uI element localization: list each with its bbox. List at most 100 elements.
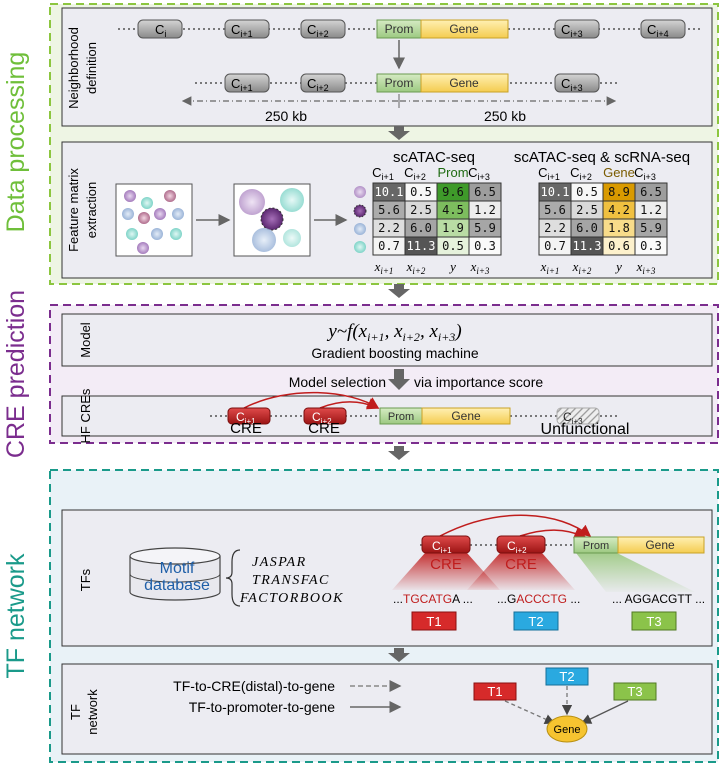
tf-network-panel	[61, 663, 713, 755]
tf-t2-box	[513, 611, 559, 631]
matrix-left-value-1-1: 2.5	[410, 203, 432, 217]
cre-label-ci1: Ci+1	[231, 22, 253, 39]
cre-fan-2	[467, 553, 575, 590]
matrix-left-header-0: Ci+1	[372, 165, 394, 182]
matrix-left-cell-3-3	[468, 236, 502, 256]
db-transfac: TRANSFAC	[252, 573, 330, 588]
matrix-right-value-0-2: 8.9	[608, 185, 630, 199]
db-factorbook: FACTORBOOK	[239, 591, 344, 606]
hf-cre-word-1: CRE	[230, 420, 262, 437]
matrix-left-footer-sub-0: i+1	[380, 266, 393, 276]
row-icon-2	[353, 204, 367, 218]
net-gene-node	[546, 715, 588, 743]
tf-network-section: TF network TFs Motif database JASPAR TRA…	[2, 469, 719, 763]
matrix-left-footer-1: xi+2	[406, 259, 426, 276]
hf-prom-label: Prom	[388, 411, 414, 423]
section-title-tf-network: TF network	[2, 553, 30, 679]
cre-label-b-ci3: Ci+3	[561, 76, 583, 93]
sequence-1: ...TGCATGA ...	[393, 592, 473, 606]
matrix-right-header-text-1: C	[570, 165, 579, 180]
matrix-right-value-2-0: 2.2	[544, 221, 566, 235]
net-t1-node	[473, 682, 517, 701]
model-subtitle: Gradient boosting machine	[311, 345, 479, 361]
matrix-left-header-sub-1: i+2	[414, 172, 426, 182]
legend-distal-label: TF-to-CRE(distal)-to-gene	[173, 678, 335, 694]
gene-box-top	[420, 19, 509, 39]
matrix-right-value-1-0: 5.6	[544, 203, 566, 217]
matrix-left-footer-3: xi+3	[470, 259, 490, 276]
matrix-right-header-text-2: Gene	[603, 165, 635, 180]
matrix-right-value-1-1: 2.5	[576, 203, 598, 217]
model-panel	[61, 313, 713, 367]
db-jaspar: JASPAR	[252, 555, 307, 570]
tf-cre-word-1: CRE	[430, 556, 462, 573]
matrix-left-value-3-0: 0.7	[378, 239, 400, 253]
matrix-left-footer-text-0: x	[374, 259, 381, 274]
matrix-right-header-3: Ci+3	[634, 165, 656, 182]
cre-box-ci1	[224, 19, 270, 39]
net-t2-node	[545, 667, 589, 686]
hf-cre-label-1: Ci+1	[236, 410, 256, 426]
hf-cres-panel	[61, 395, 713, 437]
matrix-right-value-3-3: 0.3	[640, 239, 662, 253]
matrix-right-footer-sub-1: i+2	[578, 266, 592, 276]
cre-label-ci3: Ci+3	[561, 22, 583, 39]
model-formula: y~f(xi+1, xi+2, xi+3)	[326, 321, 461, 344]
matrix-left-footer-text-3: x	[470, 259, 477, 274]
motif-db-label-2: database	[144, 577, 210, 594]
tf-cre-label-1: Ci+1	[432, 539, 452, 555]
matrix-right-value-1-2: 4.2	[608, 203, 630, 217]
tf-t3-label: T3	[646, 614, 661, 629]
matrix-right-value-2-2: 1.8	[608, 221, 630, 235]
matrix-right-footer-text-2: y	[614, 259, 622, 274]
cell	[154, 208, 166, 220]
block-arrow-1	[388, 126, 410, 140]
tf-gene-label: Gene	[645, 538, 675, 552]
matrix-left-header-text-2: Prom	[437, 165, 468, 180]
matrix-left-value-0-2: 9.6	[442, 185, 464, 199]
section-title-data-processing: Data processing	[2, 52, 30, 233]
row-icon-3	[354, 223, 366, 235]
matrix-left-value-2-2: 1.9	[442, 221, 464, 235]
tf-cre-label-2: Ci+2	[507, 539, 527, 555]
cre-label-ci4: Ci+4	[647, 22, 669, 39]
matrix-left-value-2-0: 2.2	[378, 221, 400, 235]
tf-t2-label: T2	[528, 614, 543, 629]
hf-gene-box	[421, 407, 511, 425]
cell	[122, 208, 134, 220]
matrix-right-value-3-0: 0.7	[544, 239, 566, 253]
tf-t3-box	[631, 611, 677, 631]
model-selection-left: Model selection	[289, 374, 386, 390]
tf-cre-box-2	[496, 535, 546, 554]
hf-cre-box-1	[227, 407, 271, 425]
cre-label-ci: Ci	[155, 22, 166, 39]
model-label: Model	[78, 322, 93, 358]
cell	[138, 212, 150, 224]
matrix-left-header-text-1: C	[404, 165, 413, 180]
matrix-right-value-2-1: 6.0	[576, 221, 598, 235]
hf-cres-label: HF CREs	[78, 388, 93, 443]
cluster-dark	[260, 207, 284, 231]
hf-unfunctional-cre-label: Ci+3	[563, 410, 583, 426]
section-title-cre-prediction: CRE prediction	[2, 290, 30, 458]
matrix-right-value-0-1: 0.5	[576, 185, 598, 199]
row-cell-icons	[353, 186, 367, 253]
matrix-right-header-sub-0: i+1	[548, 172, 560, 182]
tfs-label: TFs	[78, 568, 93, 591]
prom-fan	[576, 553, 695, 592]
net-t2-label: T2	[559, 669, 574, 684]
cre-box-ci2	[300, 19, 346, 39]
matrix-left-value-2-3: 5.9	[474, 221, 496, 235]
net-edge-t3-gene	[580, 700, 629, 724]
cell-clusters	[239, 188, 304, 252]
matrix-left-value-3-2: 0.5	[442, 239, 464, 253]
matrix-right-value-3-1: 11.3	[573, 239, 602, 253]
cluster-purple	[239, 189, 265, 215]
cell	[126, 228, 138, 240]
hf-cre-word-2: CRE	[308, 420, 340, 437]
matrix-left-header-sub-3: i+3	[478, 172, 490, 182]
cell	[151, 228, 163, 240]
cre-box-b-ci3	[554, 73, 600, 93]
